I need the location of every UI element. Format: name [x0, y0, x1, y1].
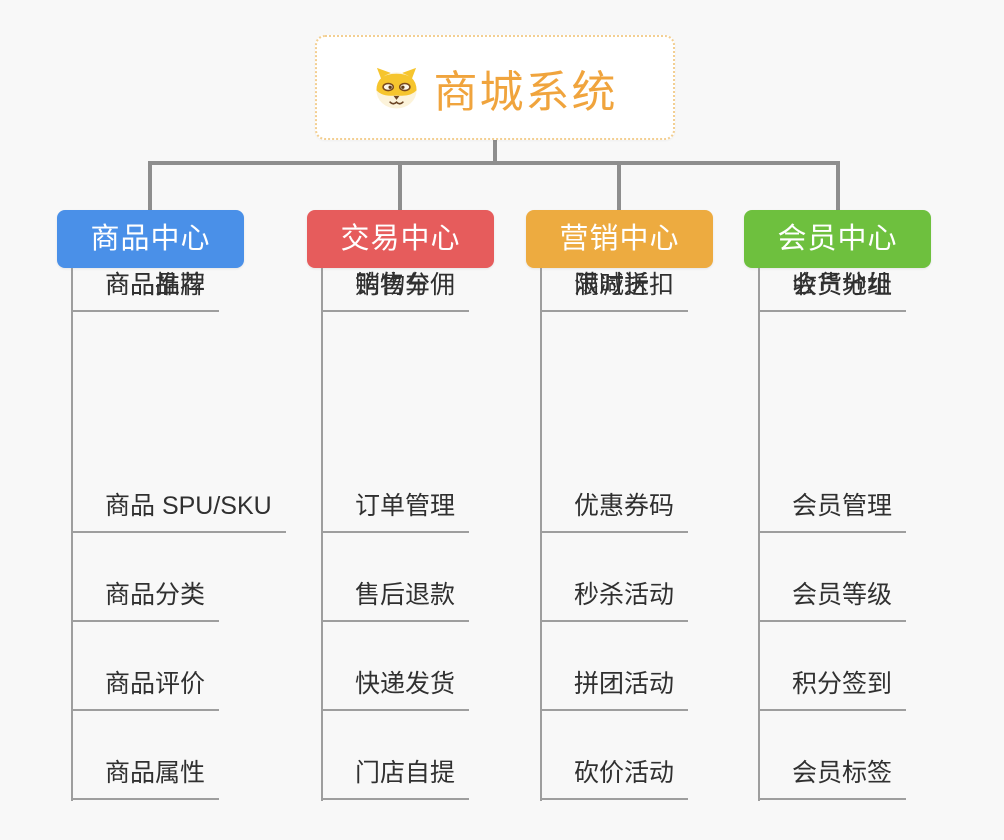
- leaf-topic[interactable]: 商品 SPU/SKU: [71, 489, 286, 533]
- leaf-topic[interactable]: 商品评价: [71, 667, 220, 711]
- root-topic-label: 商城系统: [433, 67, 618, 117]
- branch-trunk-line: [321, 268, 323, 801]
- connector-drop-branch-3: [617, 161, 621, 210]
- leaf-topic[interactable]: 售后退款: [321, 578, 470, 622]
- connector-drop-branch-4: [836, 161, 840, 210]
- connector-root-stem: [493, 140, 497, 165]
- leaf-topic[interactable]: 收货地址: [758, 268, 907, 312]
- leaf-topic[interactable]: 商品推荐: [71, 268, 220, 312]
- branch-marketing-center: 营销中心 优惠券码 秒杀活动 拼团活动 砍价活动 限时折扣 满减送: [526, 210, 713, 801]
- root-topic[interactable]: 商城系统: [315, 35, 675, 140]
- branch-trunk-line: [758, 268, 760, 801]
- leaf-topic[interactable]: 会员等级: [758, 578, 907, 622]
- branch-trunk-line: [540, 268, 542, 801]
- shiba-dog-icon: [373, 65, 420, 110]
- leaf-topic[interactable]: 商品属性: [71, 756, 220, 800]
- leaf-topic[interactable]: 秒杀活动: [540, 578, 689, 622]
- connector-drop-branch-2: [398, 161, 402, 210]
- leaf-topic[interactable]: 会员标签: [758, 756, 907, 800]
- leaf-topic[interactable]: 快递发货: [321, 667, 470, 711]
- leaf-topic[interactable]: 会员管理: [758, 489, 907, 533]
- leaf-topic[interactable]: 销售分佣: [321, 268, 470, 312]
- branch-product-center: 商品中心 商品 SPU/SKU 商品分类 商品评价 商品属性 商品推荐 商品品牌: [57, 210, 286, 801]
- branch-box-member-center[interactable]: 会员中心: [744, 210, 931, 268]
- branch-box-marketing-center[interactable]: 营销中心: [526, 210, 713, 268]
- branch-box-product-center[interactable]: 商品中心: [57, 210, 244, 268]
- connector-drop-branch-1: [148, 161, 152, 210]
- leaf-topic[interactable]: 积分签到: [758, 667, 907, 711]
- leaf-topic[interactable]: 优惠券码: [540, 489, 689, 533]
- leaf-topic[interactable]: 商品分类: [71, 578, 220, 622]
- branch-member-center: 会员中心 会员管理 会员等级 积分签到 会员标签 会员分组 收货地址: [744, 210, 931, 801]
- leaf-topic[interactable]: 满减送: [540, 268, 664, 312]
- leaf-topic[interactable]: 拼团活动: [540, 667, 689, 711]
- connector-horizontal-bar: [148, 161, 840, 165]
- leaf-topic[interactable]: 订单管理: [321, 489, 470, 533]
- leaf-topic[interactable]: 商品品牌: [71, 268, 220, 312]
- branch-trade-center: 交易中心 订单管理 售后退款 快递发货 门店自提 购物车 销售分佣: [307, 210, 494, 801]
- branch-box-trade-center[interactable]: 交易中心: [307, 210, 494, 268]
- leaf-topic[interactable]: 砍价活动: [540, 756, 689, 800]
- branch-trunk-line: [71, 268, 73, 801]
- leaf-topic[interactable]: 门店自提: [321, 756, 470, 800]
